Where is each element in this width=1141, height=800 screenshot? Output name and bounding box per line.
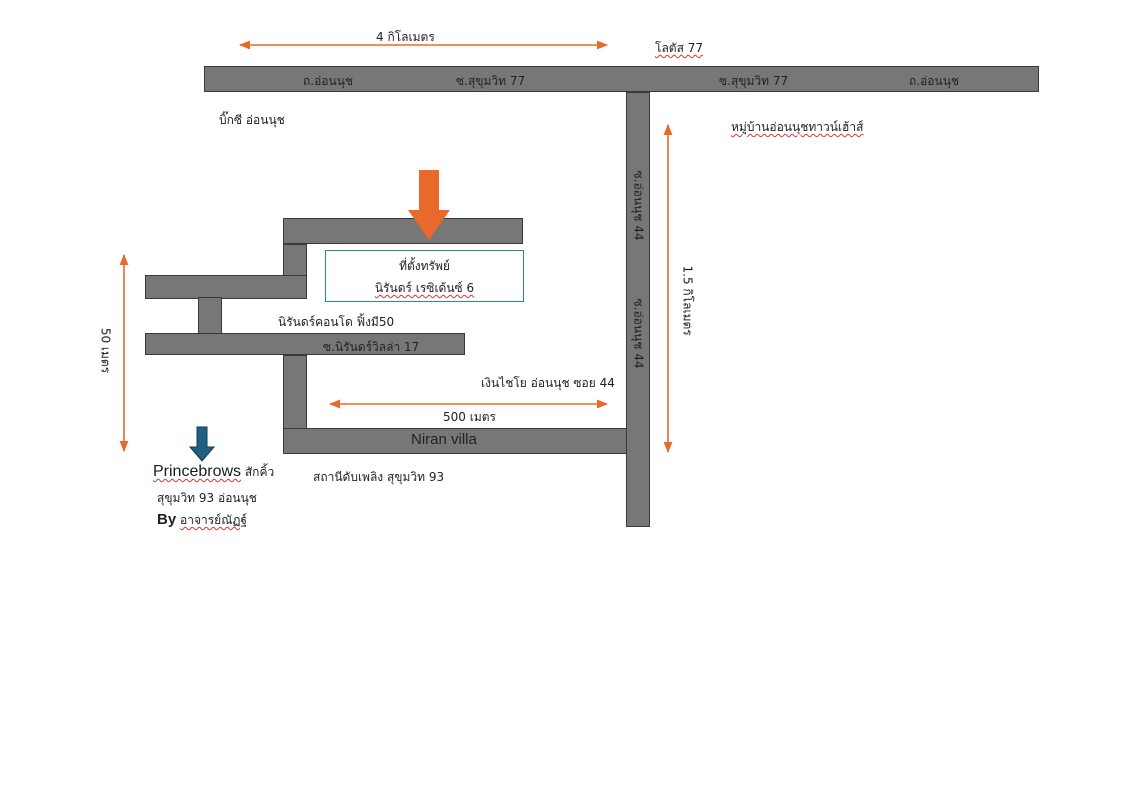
princebrows-by: By อาจารย์ณัฏฐ์ [157, 511, 248, 528]
road-onnut-main [204, 66, 1039, 92]
distance-50m-label: 50 เมตร [98, 327, 113, 374]
road-label-onnut44-upper: ซ.อ่อนนุช 44 [631, 170, 646, 241]
road-property-top [283, 218, 523, 244]
road-niran-soi17 [145, 333, 465, 355]
landmark-village: หมู่บ้านอ่อนนุชทาวน์เฮ้าส์ [731, 120, 864, 134]
landmark-ngern-chaiyo: เงินไชโย อ่อนนุช ซอย 44 [481, 376, 615, 390]
road-label-onnut44-lower: ซ.อ่อนนุช 44 [631, 298, 646, 369]
landmark-condo: นิรันดร์คอนโด ฟิ้งมี50 [278, 315, 395, 329]
distance-4km-label: 4 กิโลเมตร [376, 30, 435, 44]
road-label-niran-villa: Niran villa [411, 431, 477, 448]
distance-500m-label: 500 เมตร [443, 410, 496, 424]
distance-1-5km-label: 1.5 กิโลเมตร [680, 265, 695, 336]
road-onnut-44 [626, 92, 650, 527]
road-left-upper [145, 275, 307, 299]
princebrows-pin-arrow [188, 426, 216, 462]
princebrows-title: Princebrows สักคิ้ว [153, 463, 275, 480]
landmark-lotus: โลตัส 77 [655, 41, 703, 55]
property-name: นิรันดร์ เรซิเด้นซ์ 6 [374, 281, 475, 295]
landmark-fire-station: สถานีดับเพลิง สุขุมวิท 93 [313, 470, 445, 484]
road-label-onnut-left: ถ.อ่อนนุช [303, 74, 354, 88]
road-label-niran-soi17: ซ.นิรันดร์วิลล่า 17 [323, 340, 420, 354]
landmark-bigc: บิ๊กซี อ่อนนุช [219, 113, 285, 127]
property-location-arrow [408, 170, 450, 240]
property-box: ที่ตั้งทรัพย์ นิรันดร์ เรซิเด้นซ์ 6 [325, 250, 524, 302]
road-label-sukhumvit77-left: ซ.สุขุมวิท 77 [456, 74, 526, 88]
road-niran-villa [283, 428, 627, 454]
princebrows-address: สุขุมวิท 93 อ่อนนุช [157, 491, 257, 505]
road-south-connector [283, 355, 307, 430]
road-label-sukhumvit77-right: ซ.สุขุมวิท 77 [719, 74, 789, 88]
road-label-onnut-right: ถ.อ่อนนุช [909, 74, 960, 88]
property-title: ที่ตั้งทรัพย์ [399, 259, 450, 273]
